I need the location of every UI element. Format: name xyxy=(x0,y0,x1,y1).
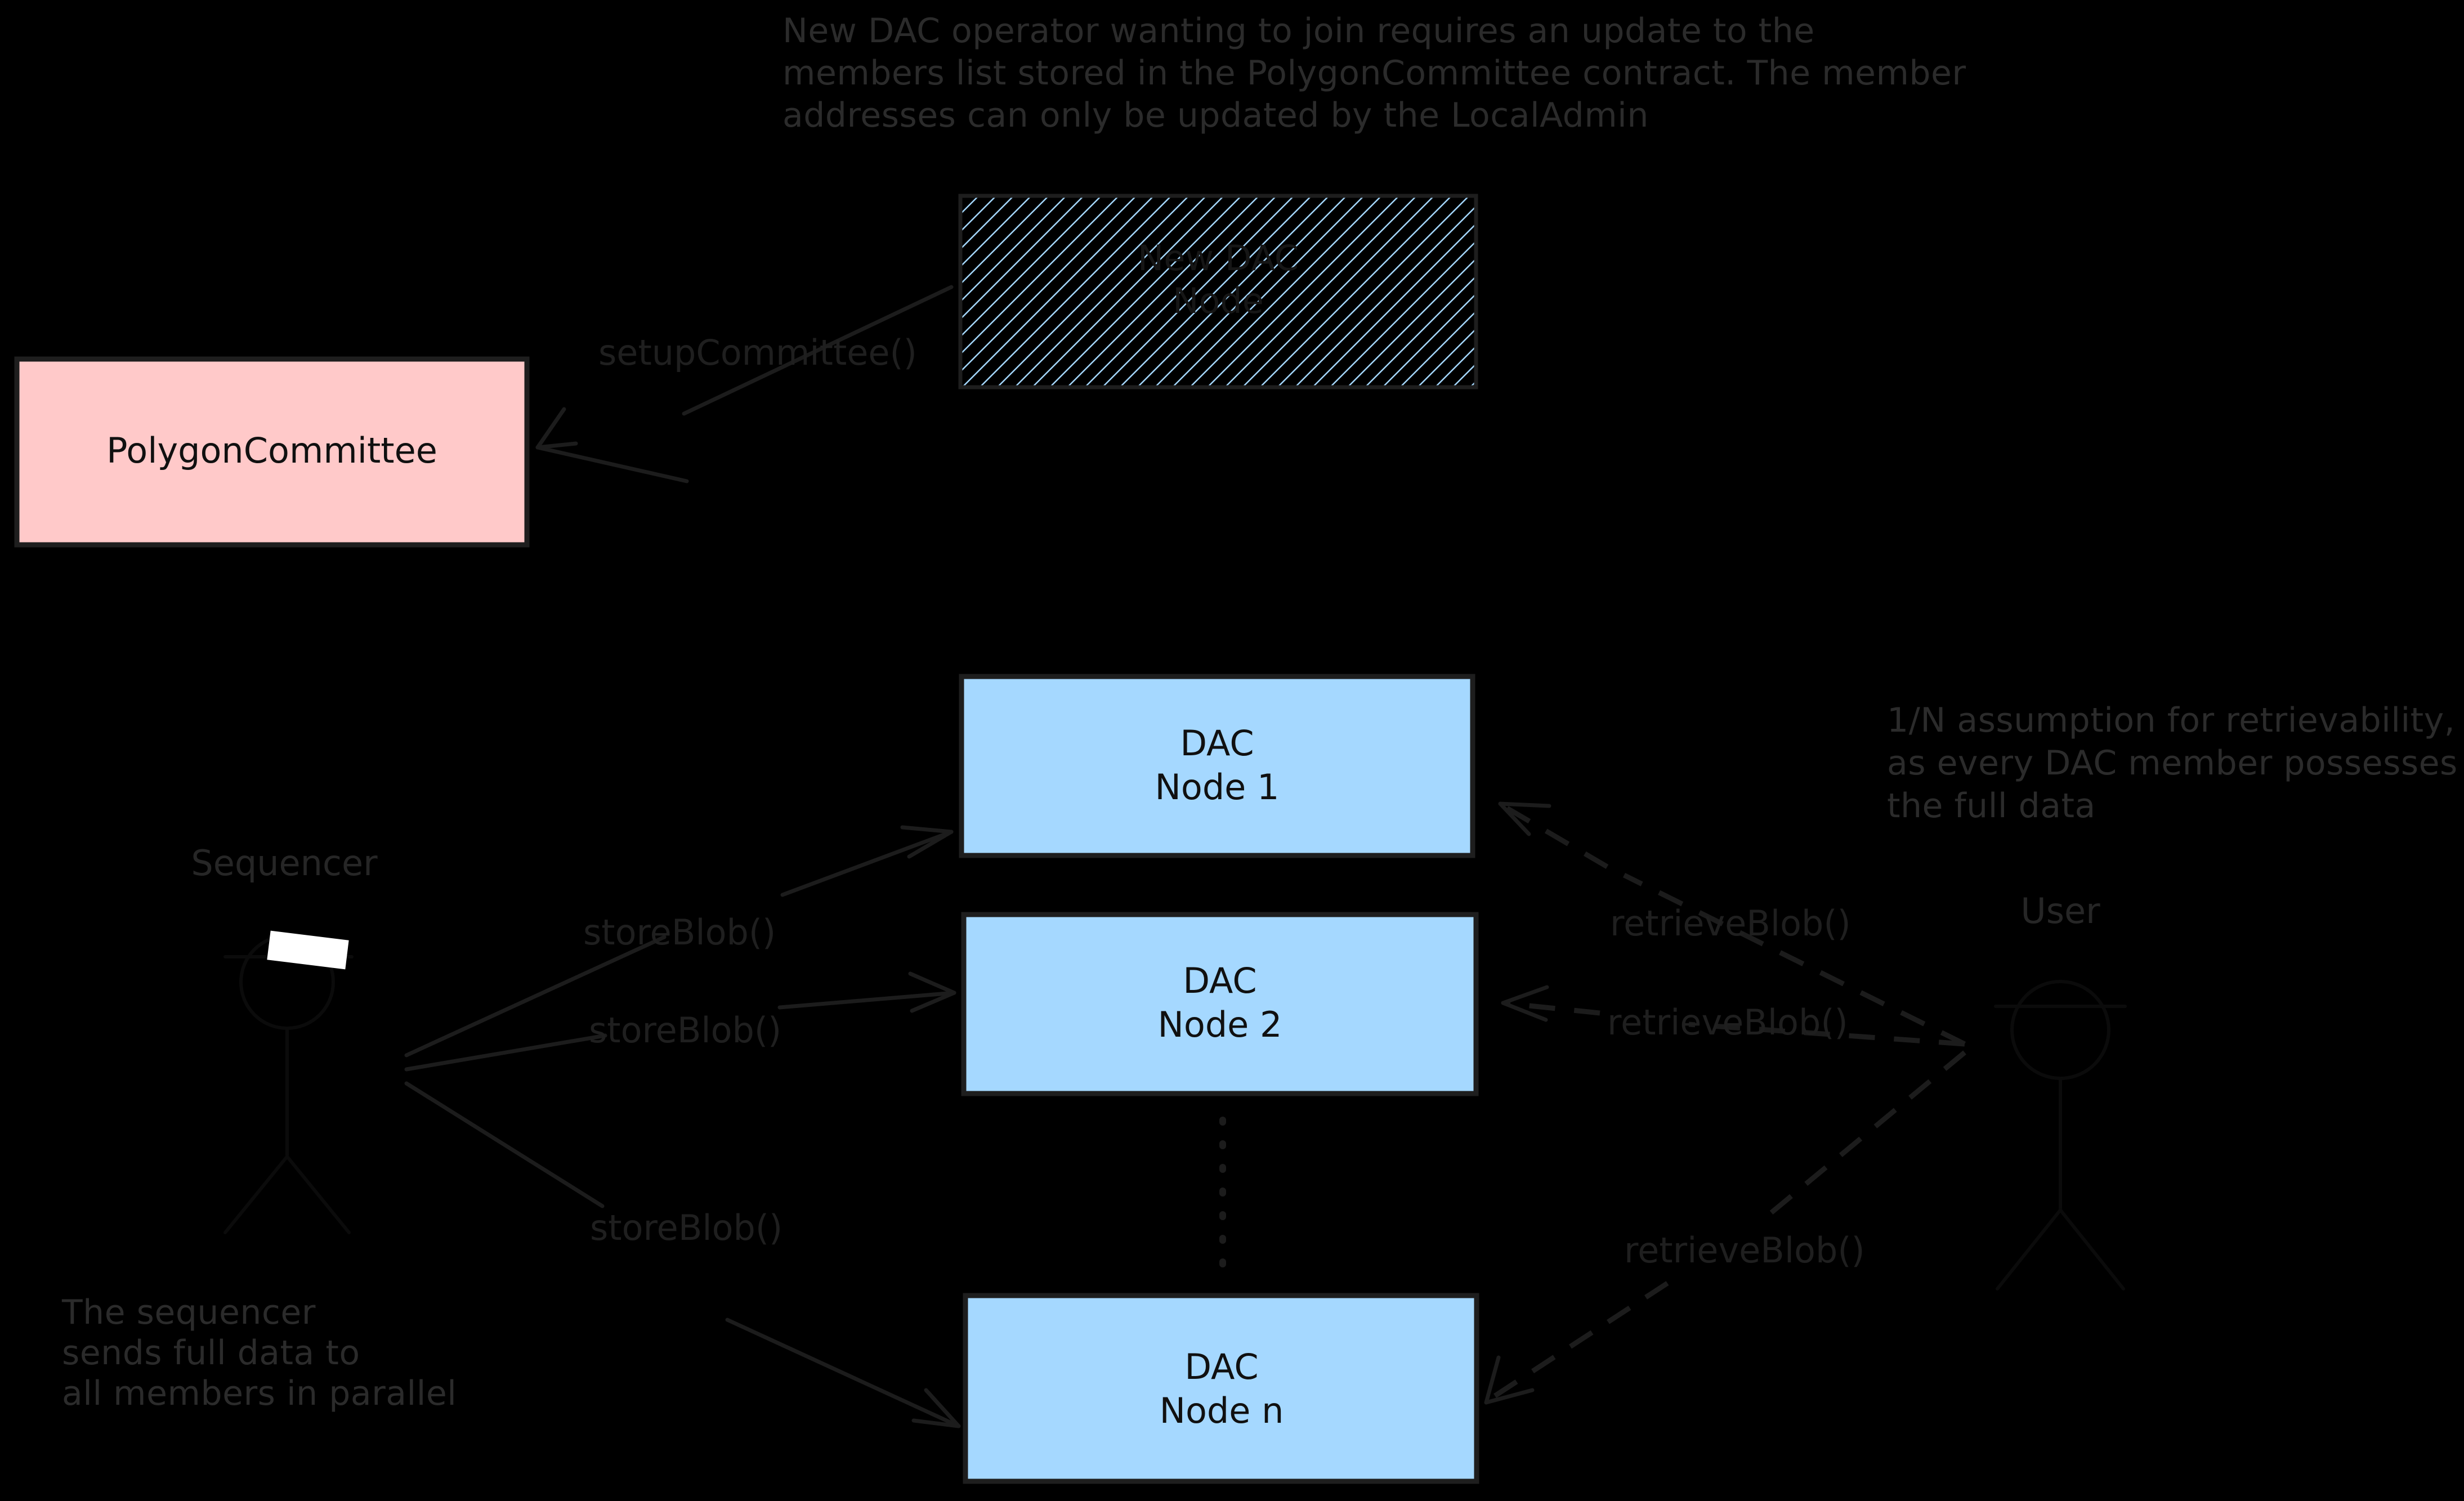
new-dac-node-rect[interactable] xyxy=(958,194,1478,389)
retrieve-blob-3-line-lower xyxy=(1489,1281,1669,1401)
dac-node-n-box[interactable]: DAC Node n xyxy=(963,1293,1479,1484)
store-blob-2-line-upper xyxy=(777,991,956,1010)
retrieve-blob-2-arrowhead-a xyxy=(1501,985,1549,1005)
polygon-committee-label: PolygonCommittee xyxy=(106,430,437,471)
sequencer-right-leg-icon xyxy=(285,1155,351,1234)
dac-node-n-rect[interactable] xyxy=(963,1293,1479,1484)
user-label: User xyxy=(2020,890,2100,931)
store-blob-2-line-lower xyxy=(404,1033,607,1072)
dac-node-1-label-line-2: Node 1 xyxy=(1155,767,1280,808)
store-blob-1-line-upper xyxy=(780,830,954,897)
edge-store-blob-2: storeBlob() xyxy=(404,971,956,1072)
new-dac-node-box[interactable]: New DAC Node xyxy=(958,194,1478,389)
retrieve-blob-1-label: retrieveBlob() xyxy=(1610,903,1851,944)
store-blob-3-arrowhead-a xyxy=(924,1388,961,1428)
store-blob-1-line-lower xyxy=(404,935,667,1058)
retrieve-blob-2-label: retrieveBlob() xyxy=(1607,1002,1848,1043)
note-bottom-left-line-3: all members in parallel xyxy=(62,1374,457,1413)
new-dac-node-label-line-2: Node xyxy=(1173,280,1264,321)
retrieve-blob-3-label: retrieveBlob() xyxy=(1624,1230,1865,1271)
polygon-committee-rect[interactable] xyxy=(14,356,530,548)
retrieve-blob-1-arrowhead-a xyxy=(1498,801,1551,808)
user-actor[interactable]: User xyxy=(1994,890,2127,1291)
note-bottom-left: The sequencer sends full data to all mem… xyxy=(61,1293,457,1413)
retrieve-blob-1-line-upper xyxy=(1502,804,1609,869)
dac-node-2-box[interactable]: DAC Node 2 xyxy=(961,912,1479,1096)
retrieve-blob-3-arrowhead-a xyxy=(1484,1355,1501,1405)
store-blob-1-label: storeBlob() xyxy=(583,912,776,953)
note-right-line-1: 1/N assumption for retrievability, xyxy=(1887,701,2455,740)
sequencer-highlight-marker xyxy=(267,930,349,970)
setup-committee-label: setupCommittee() xyxy=(598,332,917,373)
retrieve-blob-1-arrowhead-b xyxy=(1498,801,1531,836)
dac-node-n-label-line-2: Node n xyxy=(1160,1390,1284,1431)
store-blob-2-arrowhead-b xyxy=(910,991,956,1013)
note-top-line-2: members list stored in the PolygonCommit… xyxy=(782,53,1966,93)
dac-node-n-label-line-1: DAC xyxy=(1184,1346,1258,1387)
edge-retrieve-blob-2: retrieveBlob() xyxy=(1501,985,1965,1047)
sequencer-actor[interactable]: Sequencer xyxy=(191,843,378,1234)
retrieve-blob-2-line-left xyxy=(1507,1001,1600,1016)
setup-committee-arrowhead-bottom xyxy=(535,441,578,450)
note-bottom-left-line-1: The sequencer xyxy=(61,1293,316,1332)
note-right-line-2: as every DAC member possesses xyxy=(1887,743,2458,783)
retrieve-blob-1-line-lower xyxy=(1623,872,1966,1047)
polygon-committee-box[interactable]: PolygonCommittee xyxy=(14,356,530,548)
dac-node-2-label-line-2: Node 2 xyxy=(1158,1004,1282,1045)
sequencer-label: Sequencer xyxy=(191,843,378,884)
retrieve-blob-3-arrowhead-b xyxy=(1484,1388,1535,1405)
user-head-icon xyxy=(2010,980,2110,1080)
store-blob-3-line-lower xyxy=(725,1318,961,1428)
dac-node-1-label-line-1: DAC xyxy=(1180,723,1254,764)
note-right: 1/N assumption for retrievability, as ev… xyxy=(1887,701,2458,826)
edge-retrieve-blob-3: retrieveBlob() xyxy=(1484,1050,1966,1405)
dac-node-2-rect[interactable] xyxy=(961,912,1479,1096)
retrieve-blob-2-line-right xyxy=(1688,1021,1965,1047)
edge-setup-committee: setupCommittee() xyxy=(535,285,954,483)
setup-committee-line-lower xyxy=(535,445,689,483)
edge-store-blob-3: storeBlob() xyxy=(404,1081,961,1428)
dac-node-1-box[interactable]: DAC Node 1 xyxy=(959,674,1475,858)
retrieve-blob-3-line-upper xyxy=(1766,1050,1966,1218)
edge-retrieve-blob-1: retrieveBlob() xyxy=(1498,801,1966,1047)
store-blob-1-arrowhead-a xyxy=(900,825,954,834)
setup-committee-line-upper xyxy=(682,285,954,416)
retrieve-blob-2-arrowhead-b xyxy=(1501,1001,1548,1022)
store-blob-2-arrowhead-a xyxy=(908,971,956,995)
user-left-leg-icon xyxy=(1996,1208,2062,1291)
note-bottom-left-line-2: sends full data to xyxy=(62,1333,360,1373)
edge-store-blob-1: storeBlob() xyxy=(404,825,954,1058)
note-right-line-3: the full data xyxy=(1887,786,2096,826)
user-right-leg-icon xyxy=(2059,1208,2125,1291)
dac-node-2-label-line-1: DAC xyxy=(1183,960,1256,1001)
note-top-line-1: New DAC operator wanting to join require… xyxy=(782,11,1815,51)
store-blob-1-arrowhead-b xyxy=(907,830,954,859)
dac-node-1-rect[interactable] xyxy=(959,674,1475,858)
note-top-line-3: addresses can only be updated by the Loc… xyxy=(782,96,1649,135)
store-blob-3-line-upper xyxy=(404,1081,605,1208)
store-blob-3-arrowhead-b xyxy=(911,1418,961,1428)
note-top: New DAC operator wanting to join require… xyxy=(782,11,1966,135)
store-blob-2-label: storeBlob() xyxy=(589,1010,781,1051)
sequencer-left-leg-icon xyxy=(223,1155,289,1234)
setup-committee-arrowhead-top xyxy=(535,407,566,450)
new-dac-node-label-line-1: New DAC xyxy=(1138,238,1299,279)
store-blob-3-label: storeBlob() xyxy=(590,1207,782,1248)
